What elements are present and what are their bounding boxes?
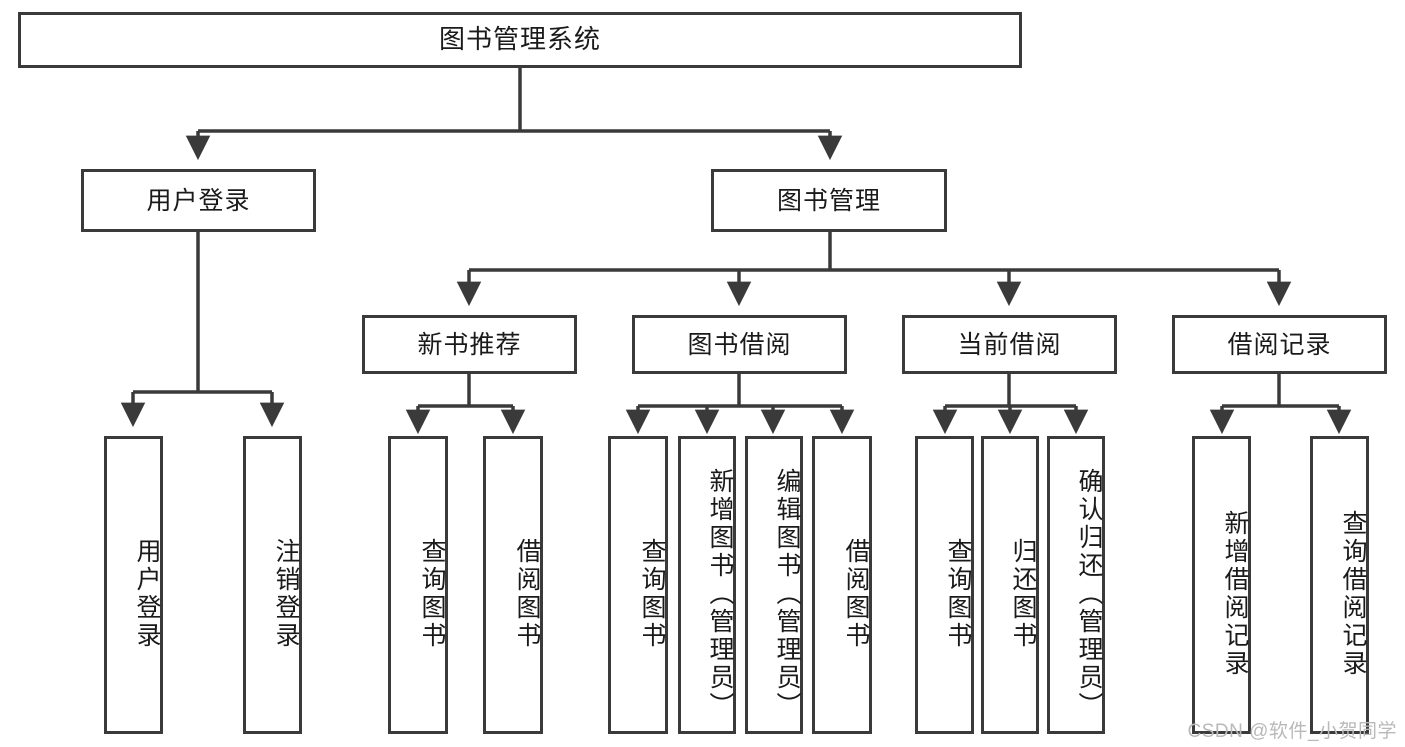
leaf-borrow-edit-book-admin[interactable]: 编辑图书（管理员） (745, 436, 803, 734)
leaf-label: 用户登录 (133, 538, 161, 650)
leaf-record-add-record[interactable]: 新增借阅记录 (1192, 436, 1251, 734)
leaf-user-login-logout[interactable]: 注销登录 (243, 436, 302, 734)
leaf-recommend-borrow-book[interactable]: 借阅图书 (483, 436, 543, 734)
leaf-borrow-borrow-book[interactable]: 借阅图书 (812, 436, 872, 734)
leaf-label: 注销登录 (272, 538, 300, 650)
node-current-borrow[interactable]: 当前借阅 (902, 315, 1117, 374)
leaf-label: 查询借阅记录 (1339, 510, 1367, 678)
leaf-label: 借阅图书 (513, 538, 541, 650)
node-root-system[interactable]: 图书管理系统 (18, 12, 1022, 68)
leaf-label: 新增借阅记录 (1221, 510, 1249, 678)
leaf-current-confirm-return-admin[interactable]: 确认归还（管理员） (1047, 436, 1105, 734)
leaf-record-query-record[interactable]: 查询借阅记录 (1310, 436, 1369, 734)
leaf-borrow-add-book-admin[interactable]: 新增图书（管理员） (678, 436, 736, 734)
leaf-label: 确认归还（管理员） (1075, 468, 1103, 720)
node-book-management[interactable]: 图书管理 (711, 169, 947, 232)
leaf-label: 编辑图书（管理员） (773, 468, 801, 720)
leaf-label: 借阅图书 (842, 538, 870, 650)
leaf-label: 查询图书 (944, 538, 972, 650)
node-borrow-record[interactable]: 借阅记录 (1172, 315, 1387, 374)
watermark-text: CSDN @软件_小贺同学 (1187, 721, 1397, 742)
leaf-label: 新增图书（管理员） (706, 468, 734, 720)
leaf-label: 查询图书 (418, 538, 446, 650)
leaf-user-login-login[interactable]: 用户登录 (104, 436, 163, 734)
leaf-current-return-book[interactable]: 归还图书 (981, 436, 1039, 734)
leaf-recommend-query-book[interactable]: 查询图书 (388, 436, 448, 734)
leaf-label: 查询图书 (638, 538, 666, 650)
leaf-label: 归还图书 (1009, 538, 1037, 650)
node-user-login[interactable]: 用户登录 (81, 169, 316, 232)
leaf-borrow-query-book[interactable]: 查询图书 (608, 436, 668, 734)
node-new-book-recommend[interactable]: 新书推荐 (362, 315, 577, 374)
leaf-current-query-book[interactable]: 查询图书 (915, 436, 974, 734)
node-book-borrow[interactable]: 图书借阅 (632, 315, 847, 374)
